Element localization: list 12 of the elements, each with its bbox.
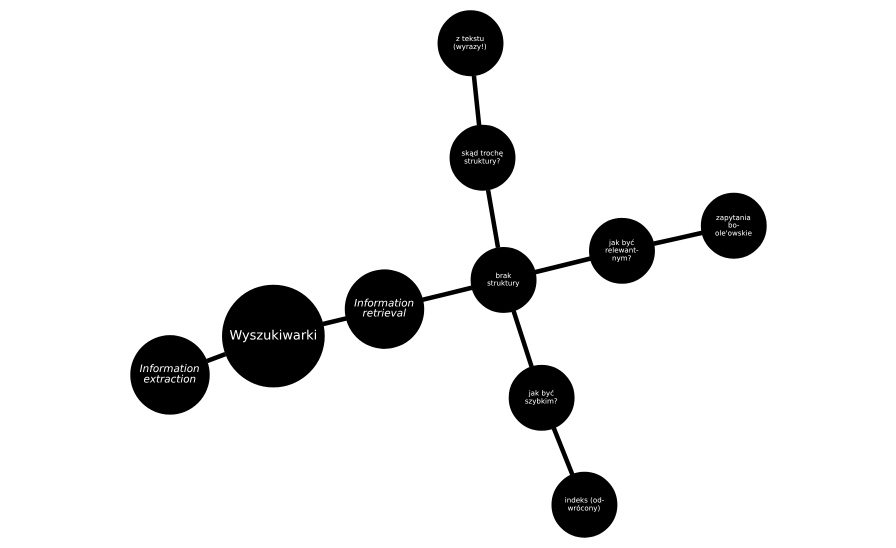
- connector: [485, 190, 500, 248]
- connector: [534, 256, 590, 274]
- node-circle: Wyszukiwarki: [222, 284, 324, 388]
- connector: [206, 352, 226, 364]
- connector: [422, 286, 472, 302]
- node-circle: Information retrieval: [344, 269, 424, 349]
- connector: [511, 310, 534, 368]
- connector: [653, 230, 702, 246]
- connector: [471, 76, 481, 126]
- node-circle: Information extraction: [130, 335, 210, 415]
- connector: [551, 427, 574, 476]
- connector: [322, 316, 346, 326]
